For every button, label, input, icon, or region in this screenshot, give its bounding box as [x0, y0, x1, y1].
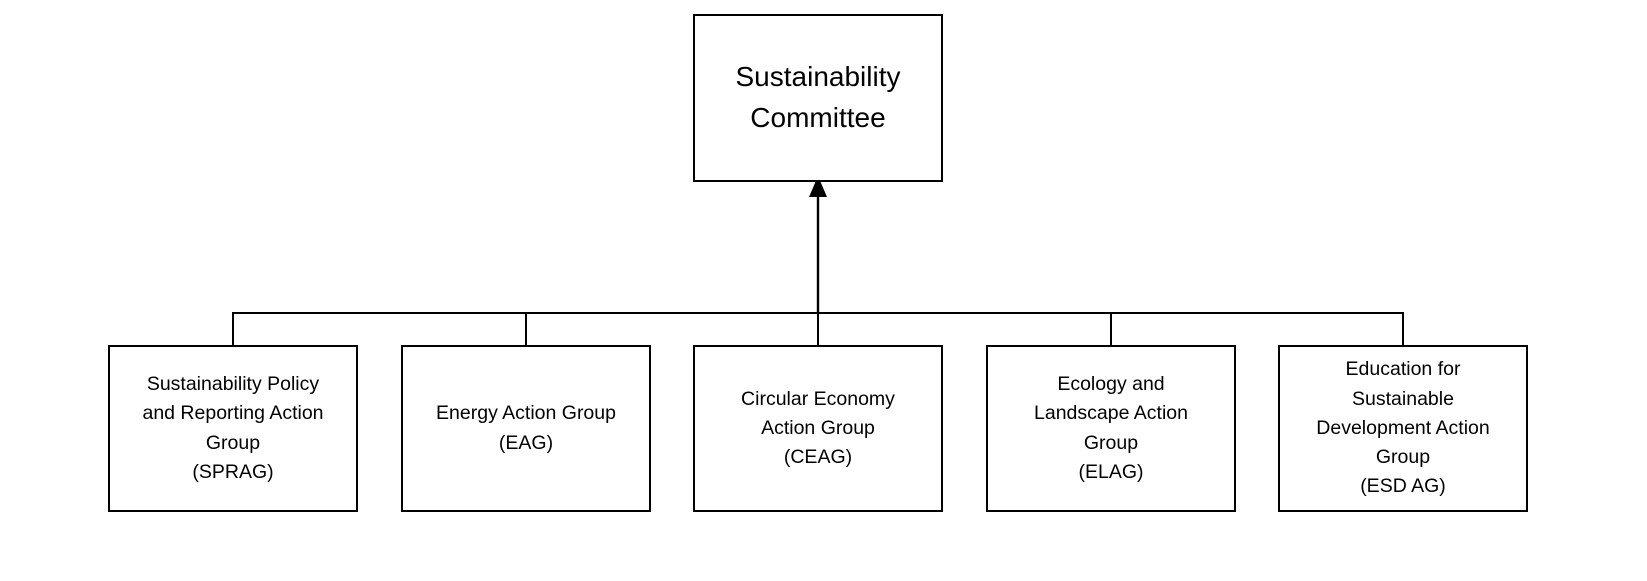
group-box-elag: Ecology and Landscape Action Group (ELAG…	[986, 345, 1236, 512]
group-box-ceag-label: Circular Economy Action Group (CEAG)	[741, 387, 895, 469]
group-box-eag-label: Energy Action Group (EAG)	[436, 402, 616, 454]
group-box-esdag: Education for Sustainable Development Ac…	[1278, 345, 1528, 512]
group-box-eag: Energy Action Group (EAG)	[401, 345, 651, 512]
group-box-elag-label: Ecology and Landscape Action Group (ELAG…	[1034, 373, 1188, 483]
group-box-sprag: Sustainability Policy and Reporting Acti…	[108, 345, 358, 512]
group-box-ceag: Circular Economy Action Group (CEAG)	[693, 345, 943, 512]
group-box-esdag-label: Education for Sustainable Development Ac…	[1316, 358, 1490, 498]
committee-box: Sustainability Committee	[693, 14, 943, 182]
group-box-sprag-label: Sustainability Policy and Reporting Acti…	[142, 373, 324, 483]
committee-box-label: Sustainability Committee	[735, 61, 901, 133]
